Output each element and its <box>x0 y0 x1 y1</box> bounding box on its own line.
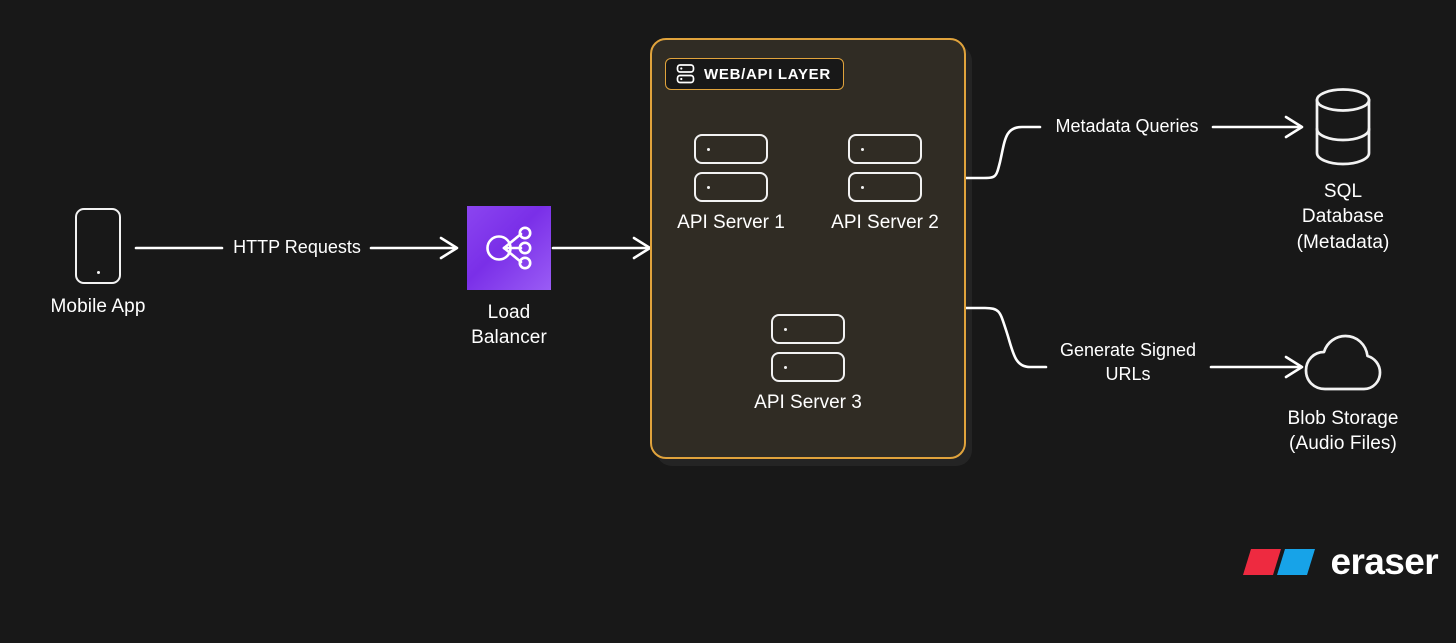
node-label-api-server-3: API Server 3 <box>754 392 862 413</box>
node-load-balancer[interactable]: Load Balancer <box>467 206 551 351</box>
group-header-badge: WEB/API LAYER <box>665 58 844 90</box>
load-balancer-icon <box>467 206 551 290</box>
cloud-icon <box>1304 334 1382 391</box>
server-icon <box>848 134 922 202</box>
node-blob-storage[interactable]: Blob Storage (Audio Files) <box>1243 334 1443 457</box>
database-cylinder-icon <box>1315 88 1371 166</box>
node-api-server-3[interactable]: API Server 3 <box>747 314 869 414</box>
node-label-api-server-2: API Server 2 <box>831 212 939 233</box>
node-mobile-app[interactable]: Mobile App <box>42 208 154 319</box>
eraser-watermark: eraser <box>1241 541 1439 583</box>
edge-label-http-requests: HTTP Requests <box>233 237 361 257</box>
eraser-logo-icon <box>1243 549 1316 575</box>
server-bar-top <box>771 314 845 344</box>
server-bar-bottom <box>771 352 845 382</box>
wire-signed-curve <box>964 306 1048 369</box>
node-label-blob-storage: Blob Storage (Audio Files) <box>1287 408 1399 455</box>
node-sql-database[interactable]: SQL Database (Metadata) <box>1243 85 1443 255</box>
edge-label-metadata-queries: Metadata Queries <box>1055 116 1199 136</box>
arrowhead-http <box>439 236 459 260</box>
server-icon <box>694 134 768 202</box>
server-bar-bottom <box>848 172 922 202</box>
mobile-phone-icon <box>75 208 121 284</box>
node-api-server-1[interactable]: API Server 1 <box>670 134 792 234</box>
server-stack-icon <box>676 64 695 84</box>
server-icon <box>771 314 845 382</box>
node-label-mobile-app: Mobile App <box>50 296 146 317</box>
group-title: WEB/API LAYER <box>704 65 831 83</box>
wire-metadata-curve <box>964 125 1042 180</box>
server-bar-bottom <box>694 172 768 202</box>
server-bar-top <box>694 134 768 164</box>
node-label-load-balancer: Load Balancer <box>471 302 547 349</box>
node-label-sql-database: SQL Database (Metadata) <box>1296 181 1390 253</box>
group-web-api-layer[interactable]: WEB/API LAYER API Server 1 API Server 2 <box>650 38 966 459</box>
arrowhead-lb-group <box>632 236 652 260</box>
node-label-api-server-1: API Server 1 <box>677 212 785 233</box>
eraser-wordmark: eraser <box>1330 541 1438 582</box>
node-api-server-2[interactable]: API Server 2 <box>824 134 946 234</box>
server-bar-top <box>848 134 922 164</box>
edge-label-generate-signed-urls: Generate Signed URLs <box>1059 340 1197 385</box>
